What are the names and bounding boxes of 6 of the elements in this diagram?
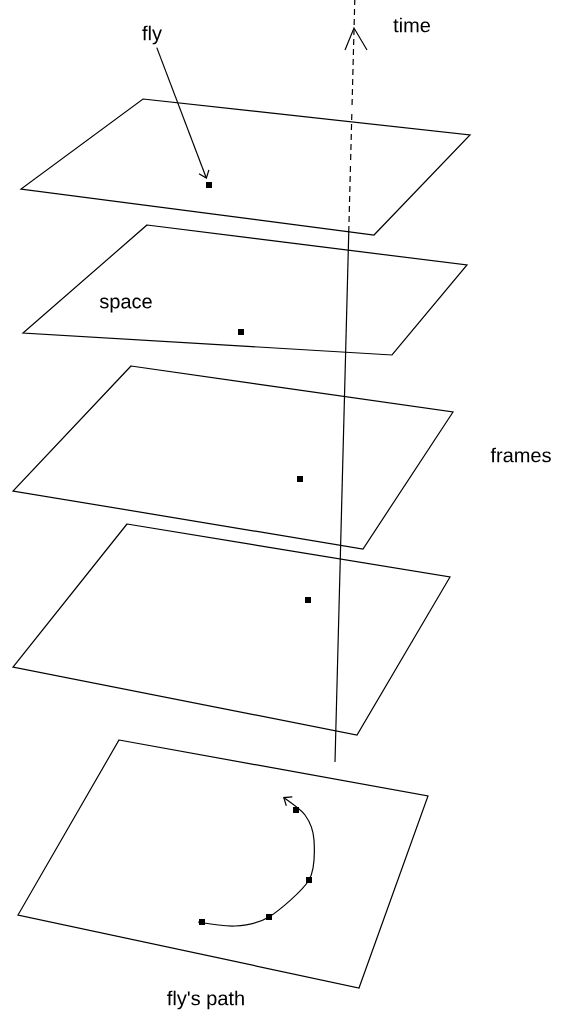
frame-plane: fly's path	[17, 739, 429, 1010]
text-label: fly	[142, 25, 162, 45]
node-label: fly's path	[167, 990, 244, 1010]
axis-label: time	[393, 17, 430, 33]
leader-arrow	[156, 47, 210, 179]
text-label: frames	[490, 447, 551, 463]
